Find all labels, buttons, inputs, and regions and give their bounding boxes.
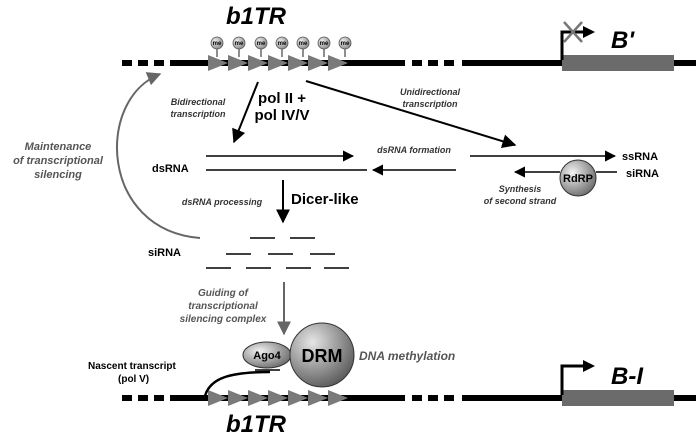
synthesis-label-line1: Synthesis — [499, 184, 542, 194]
gene-box-bottom — [562, 390, 674, 406]
repeat-arrow — [328, 55, 348, 71]
dsrna-processing-label: dsRNA processing — [182, 197, 263, 207]
polymerase-label-line2: pol IV/V — [254, 107, 309, 124]
top-gene-label: B' — [611, 27, 635, 54]
bottom-gene-label: B-I — [611, 363, 644, 390]
synthesis-label-line2: of second strand — [484, 196, 557, 206]
bottom-repeat-arrows — [208, 390, 348, 406]
nascent-transcript-strand — [203, 370, 271, 397]
top-dna-dash-3 — [154, 60, 164, 66]
repeat-arrow — [248, 390, 268, 406]
rdrp-label: RdRP — [563, 173, 593, 185]
methyl-label: me — [213, 41, 222, 47]
repeat-arrow — [308, 55, 328, 71]
maintenance-loop-arrow — [116, 72, 201, 239]
bottom-dna-dash-1 — [122, 395, 132, 401]
repeat-arrow — [228, 55, 248, 71]
methyl-label: me — [235, 41, 244, 47]
methylation-marks: me me me me me me me — [210, 36, 352, 57]
bottom-promoter-arrow — [560, 360, 595, 395]
drm-enzyme — [289, 322, 355, 388]
top-locus-title: b1TR — [226, 3, 287, 30]
bidirectional-arrow — [232, 81, 259, 144]
block-x-icon — [563, 21, 583, 43]
ago4-label: Ago4 — [253, 350, 281, 362]
methyl-mark: me — [317, 36, 331, 57]
polymerase-label-line1: pol II + — [258, 90, 306, 107]
top-dna-dash-1 — [122, 60, 132, 66]
drm-label: DRM — [302, 346, 343, 366]
methyl-mark: me — [254, 36, 268, 57]
top-dna-dash-4 — [412, 60, 422, 66]
nascent-label-line1: Nascent transcript — [88, 361, 176, 372]
maintenance-label-line3: silencing — [34, 169, 82, 181]
maintenance-label-line2: of transcriptional — [13, 155, 104, 167]
repeat-arrow — [308, 390, 328, 406]
maintenance-label-line1: Maintenance — [25, 141, 92, 153]
bidirectional-label-line1: Bidirectional — [171, 97, 226, 107]
methyl-label: me — [320, 41, 329, 47]
methyl-mark: me — [232, 36, 246, 57]
methyl-label: me — [278, 41, 287, 47]
unidirectional-arrow — [305, 80, 517, 149]
guiding-label-line2: transcriptional — [188, 301, 258, 312]
bottom-dna-dash-2 — [138, 395, 148, 401]
nascent-label-line2: (pol V) — [118, 374, 149, 385]
top-dna-dash-6 — [444, 60, 454, 66]
repeat-arrow — [268, 390, 288, 406]
ssrna-label: ssRNA — [622, 151, 658, 163]
repeat-arrow — [248, 55, 268, 71]
repeat-arrow — [288, 390, 308, 406]
repeat-arrow — [328, 390, 348, 406]
methyl-mark: me — [296, 36, 310, 57]
repeat-arrow — [288, 55, 308, 71]
bottom-dna-dash-5 — [428, 395, 438, 401]
unidirectional-label-line2: transcription — [402, 99, 458, 109]
guiding-label-line1: Guiding of — [198, 288, 250, 299]
sirna-right-label: siRNA — [626, 168, 659, 180]
gene-box-top — [562, 55, 674, 71]
bottom-dna-dash-4 — [412, 395, 422, 401]
repeat-arrow — [268, 55, 288, 71]
bottom-dna-dash-6 — [444, 395, 454, 401]
guiding-label-line3: silencing complex — [180, 314, 267, 325]
bidirectional-label-line2: transcription — [170, 109, 226, 119]
top-repeat-arrows — [208, 55, 348, 71]
rdrp-enzyme — [559, 159, 597, 197]
methyl-mark: me — [338, 36, 352, 57]
top-dna-dash-2 — [138, 60, 148, 66]
bottom-locus-title: b1TR — [226, 411, 287, 438]
top-promoter-arrow — [560, 26, 595, 60]
dna-methylation-label: DNA methylation — [359, 349, 455, 363]
methyl-mark: me — [210, 36, 224, 57]
dsrna-label: dsRNA — [152, 163, 189, 175]
repeat-arrow — [208, 55, 228, 71]
bottom-dna-dash-3 — [154, 395, 164, 401]
sirna-fragments — [206, 237, 349, 269]
sirna-left-label: siRNA — [148, 247, 181, 259]
methyl-label: me — [257, 41, 266, 47]
methyl-label: me — [341, 41, 350, 47]
dicer-label: Dicer-like — [291, 191, 359, 208]
methyl-label: me — [299, 41, 308, 47]
dsrna-formation-label: dsRNA formation — [377, 145, 451, 155]
top-dna-dash-5 — [428, 60, 438, 66]
methyl-mark: me — [275, 36, 289, 57]
unidirectional-label-line1: Unidirectional — [400, 87, 461, 97]
repeat-arrow — [228, 390, 248, 406]
repeat-arrow — [208, 390, 228, 406]
